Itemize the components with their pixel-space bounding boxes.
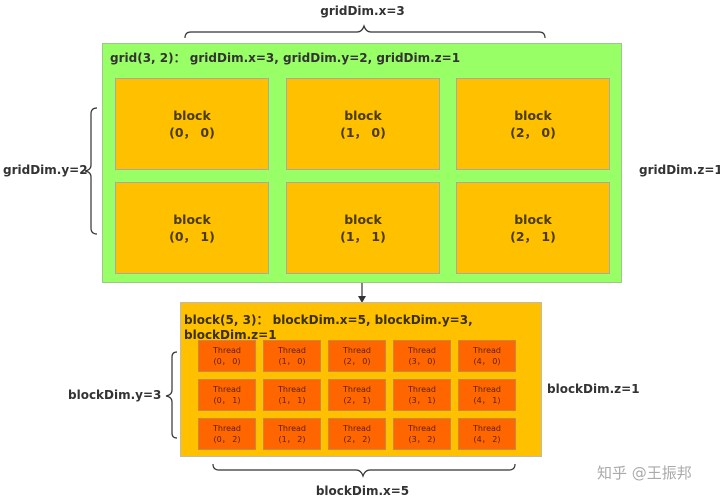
block-index: (2， 0) (510, 125, 556, 140)
block-label: block (344, 212, 382, 227)
thread-cell: Thread (4， 1) (458, 379, 516, 411)
grid-dim-z-label: gridDim.z=1 (639, 163, 720, 177)
grid-block: block (0， 1) (115, 182, 269, 274)
thread-label: Thread (343, 424, 371, 433)
thread-label: Thread (213, 385, 241, 394)
thread-index: (1， 2) (278, 435, 306, 444)
bottom-brace (212, 463, 516, 478)
grid-box: grid(3, 2)： gridDim.x=3, gridDim.y=2, gr… (102, 43, 622, 283)
thread-cell: Thread (3， 1) (393, 379, 451, 411)
block-title: block(5, 3)： blockDim.x=5, blockDim.y=3,… (184, 313, 473, 342)
grid-dim-x-label: gridDim.x=3 (320, 4, 405, 18)
left-brace (84, 107, 98, 235)
block-label: block (514, 108, 552, 123)
grid-block: block (1， 1) (286, 182, 440, 274)
arrow-head (358, 296, 366, 303)
thread-cell: Thread (0， 2) (198, 418, 256, 450)
thread-index: (0， 2) (213, 435, 241, 444)
thread-label: Thread (213, 424, 241, 433)
thread-index: (3， 0) (408, 357, 436, 366)
thread-label: Thread (343, 346, 371, 355)
thread-index: (3， 2) (408, 435, 436, 444)
thread-index: (2， 0) (343, 357, 371, 366)
grid-title: grid(3, 2)： gridDim.x=3, gridDim.y=2, gr… (110, 51, 461, 65)
thread-cell: Thread (1， 0) (263, 340, 321, 372)
thread-cell: Thread (2， 1) (328, 379, 386, 411)
thread-index: (4， 1) (473, 396, 501, 405)
thread-label: Thread (408, 385, 436, 394)
thread-index: (3， 1) (408, 396, 436, 405)
watermark: 知乎 @王振邦 (597, 464, 692, 482)
left-block-brace (165, 351, 178, 439)
grid-block: block (2， 0) (456, 78, 610, 170)
thread-index: (4， 0) (473, 357, 501, 366)
block-index: (1， 0) (340, 125, 386, 140)
thread-index: (2， 1) (343, 396, 371, 405)
thread-label: Thread (278, 385, 306, 394)
block-dim-z-label: blockDim.z=1 (547, 382, 640, 396)
thread-cell: Thread (1， 2) (263, 418, 321, 450)
top-brace (184, 24, 546, 39)
block-label: block (344, 108, 382, 123)
thread-label: Thread (473, 424, 501, 433)
thread-cell: Thread (1， 1) (263, 379, 321, 411)
block-box: block(5, 3)： blockDim.x=5, blockDim.y=3,… (180, 302, 542, 457)
thread-cell: Thread (4， 0) (458, 340, 516, 372)
grid-block: block (2， 1) (456, 182, 610, 274)
thread-cell: Thread (2， 0) (328, 340, 386, 372)
block-index: (1， 1) (340, 229, 386, 244)
grid-block: block (0， 0) (115, 78, 269, 170)
thread-index: (4， 2) (473, 435, 501, 444)
thread-cell: Thread (4， 2) (458, 418, 516, 450)
block-index: (0， 1) (169, 229, 215, 244)
thread-label: Thread (408, 346, 436, 355)
thread-cell: Thread (3， 0) (393, 340, 451, 372)
thread-label: Thread (278, 424, 306, 433)
grid-dim-y-label: gridDim.y=2 (3, 163, 88, 177)
thread-label: Thread (278, 346, 306, 355)
thread-label: Thread (473, 385, 501, 394)
thread-label: Thread (473, 346, 501, 355)
grid-block: block (1， 0) (286, 78, 440, 170)
block-label: block (173, 212, 211, 227)
block-dim-y-label: blockDim.y=3 (68, 388, 162, 402)
thread-index: (1， 0) (278, 357, 306, 366)
thread-index: (0， 1) (213, 396, 241, 405)
thread-cell: Thread (0， 1) (198, 379, 256, 411)
block-label: block (514, 212, 552, 227)
thread-cell: Thread (0， 0) (198, 340, 256, 372)
thread-cell: Thread (2， 2) (328, 418, 386, 450)
thread-cell: Thread (3， 2) (393, 418, 451, 450)
block-index: (2， 1) (510, 229, 556, 244)
block-label: block (173, 108, 211, 123)
thread-label: Thread (213, 346, 241, 355)
thread-index: (2， 2) (343, 435, 371, 444)
block-index: (0， 0) (169, 125, 215, 140)
block-dim-x-label: blockDim.x=5 (315, 484, 410, 498)
thread-label: Thread (408, 424, 436, 433)
thread-index: (1， 1) (278, 396, 306, 405)
thread-label: Thread (343, 385, 371, 394)
thread-index: (0， 0) (213, 357, 241, 366)
